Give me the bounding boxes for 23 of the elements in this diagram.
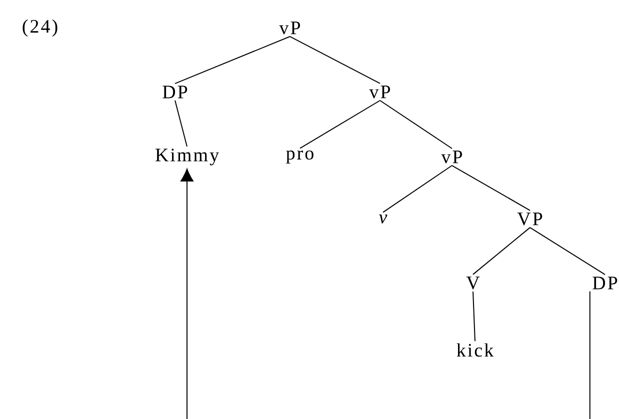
tree-label: v [379,214,388,224]
tree-label: vP [279,22,300,34]
tree-label: V [466,276,480,290]
branch-line [530,227,606,276]
branch-line [472,227,530,275]
tree-label: Kimmy [156,148,219,166]
branch-line [380,100,452,149]
tree-label: pro [286,150,314,164]
branch-line [452,165,530,211]
branch-line [174,100,188,147]
movement-arrow [180,168,590,419]
example-number: (24) [22,19,58,37]
branch-line [290,36,380,84]
tree-label: vP [369,86,390,98]
branch-line [300,100,380,149]
tree-label: DP [592,276,618,290]
branch-line [472,291,476,342]
tree-label: VP [517,212,542,226]
branch-line [382,165,452,213]
tree-label: kick [456,343,494,357]
tree-label: DP [162,86,188,98]
branch-line [174,36,290,84]
tree-label: vP [441,150,462,164]
